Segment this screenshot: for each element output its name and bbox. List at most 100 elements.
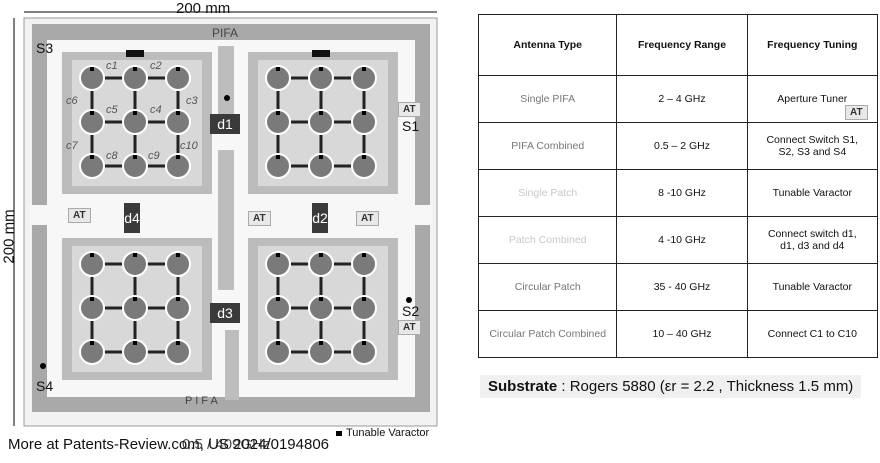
tunable-varactor-mark	[133, 253, 137, 257]
top-dimension-label: 200 mm	[176, 0, 231, 17]
circular-patch-element	[165, 65, 191, 91]
circular-patch-element	[351, 153, 377, 179]
tunable-varactor-mark	[362, 341, 366, 345]
cell-frequency-tuning: Connect switch d1, d1, d3 and d4	[746, 216, 879, 264]
table-at-overlay: AT	[845, 105, 868, 120]
tunable-varactor-mark	[319, 297, 323, 301]
cell-c1: c1	[106, 60, 118, 72]
circular-patch-element	[351, 109, 377, 135]
delay-d3: d3	[210, 303, 240, 323]
aperture-tuner-s2: AT	[398, 320, 421, 335]
tunable-varactor-mark	[133, 297, 137, 301]
circular-patch-element	[165, 251, 191, 277]
cell-c2: c2	[150, 60, 162, 72]
switch-s4: S4	[36, 378, 54, 394]
delay-d1: d1	[210, 114, 240, 134]
cell-frequency-tuning: Connect C1 to C10	[746, 310, 879, 358]
tunable-varactor-mark	[133, 341, 137, 345]
circular-patch-element	[122, 153, 148, 179]
tunable-varactor-mark	[362, 297, 366, 301]
tunable-varactor-mark	[319, 155, 323, 159]
tunable-varactor-mark	[276, 111, 280, 115]
tunable-varactor-mark	[276, 253, 280, 257]
circular-patch-element	[165, 153, 191, 179]
tunable-varactor-mark	[319, 67, 323, 71]
cell-c6: c6	[66, 95, 78, 107]
footer-source: More at Patents-Review.com, US 2024/0194…	[8, 436, 330, 453]
tunable-varactor-mark	[276, 67, 280, 71]
table-header-row: Antenna Type Frequency Range Frequency T…	[477, 14, 879, 76]
tunable-varactor-mark	[90, 253, 94, 257]
circular-patch-element	[308, 153, 334, 179]
circular-patch-element	[79, 65, 105, 91]
varactor-legend-icon	[336, 431, 342, 436]
tunable-varactor-mark	[362, 155, 366, 159]
header-antenna-type: Antenna Type	[477, 14, 618, 76]
switch-s3: S3	[36, 40, 54, 56]
cell-frequency-range: 10 – 40 GHz	[616, 310, 748, 358]
circular-patch-element	[265, 339, 291, 365]
cell-frequency-tuning: Tunable Varactor	[746, 263, 879, 311]
delay-d2: d2	[312, 203, 328, 233]
feed-bar	[312, 50, 330, 57]
tunable-varactor-mark	[319, 111, 323, 115]
tunable-varactor-mark	[90, 341, 94, 345]
cell-c4: c4	[150, 104, 162, 116]
tunable-varactor-mark	[133, 111, 137, 115]
circular-patch-element	[308, 295, 334, 321]
circular-patch-element	[79, 251, 105, 277]
tunable-varactor-mark	[176, 297, 180, 301]
antenna-layout-diagram	[13, 11, 438, 427]
circular-patch-element	[79, 339, 105, 365]
tunable-varactor-mark	[276, 155, 280, 159]
cell-frequency-range: 35 - 40 GHz	[616, 263, 748, 311]
circular-patch-element	[122, 295, 148, 321]
cell-frequency-tuning: Connect Switch S1, S2, S3 and S4	[746, 122, 879, 170]
circular-patch-element	[79, 295, 105, 321]
cell-antenna-type: Single Patch	[477, 169, 618, 217]
feed-bar	[126, 50, 144, 57]
tunable-varactor-mark	[319, 253, 323, 257]
cell-c9: c9	[148, 150, 160, 162]
tunable-varactor-mark	[90, 67, 94, 71]
circular-patch-element	[351, 251, 377, 277]
tunable-varactor-mark	[133, 67, 137, 71]
circular-patch-element	[265, 251, 291, 277]
switch-s1: S1	[402, 118, 420, 134]
circular-patch-element	[165, 295, 191, 321]
circular-patch-element	[308, 65, 334, 91]
aperture-tuner-right: AT	[356, 211, 379, 226]
cell-antenna-type: Patch Combined	[477, 216, 618, 264]
circular-patch-element	[351, 295, 377, 321]
tunable-varactor-mark	[176, 155, 180, 159]
cell-antenna-type: Circular Patch	[477, 263, 618, 311]
circular-patch-element	[79, 109, 105, 135]
cell-frequency-range: 8 -10 GHz	[616, 169, 748, 217]
circular-patch-element	[122, 339, 148, 365]
delay-d4: d4	[124, 203, 140, 233]
tunable-varactor-mark	[276, 341, 280, 345]
tunable-varactor-mark	[362, 111, 366, 115]
tunable-varactor-mark	[90, 155, 94, 159]
cell-frequency-range: 0.5 – 2 GHz	[616, 122, 748, 170]
circular-patch-element	[308, 339, 334, 365]
circular-patch-element	[265, 295, 291, 321]
footer-text: More at Patents-Review.com, US 2024/0194…	[8, 436, 329, 453]
circular-patch-element	[351, 65, 377, 91]
circular-patch-element	[165, 109, 191, 135]
cell-antenna-type: Single PIFA	[477, 75, 618, 123]
tunable-varactor-mark	[90, 111, 94, 115]
tunable-varactor-mark	[276, 297, 280, 301]
tunable-varactor-mark	[319, 341, 323, 345]
circular-patch-element	[122, 65, 148, 91]
legend-label: Tunable Varactor	[346, 427, 430, 439]
cell-c10: c10	[180, 140, 198, 152]
switch-s2: S2	[402, 303, 420, 319]
cell-frequency-tuning: Tunable Varactor	[746, 169, 879, 217]
circular-patch-element	[122, 109, 148, 135]
circular-patch-element	[265, 109, 291, 135]
